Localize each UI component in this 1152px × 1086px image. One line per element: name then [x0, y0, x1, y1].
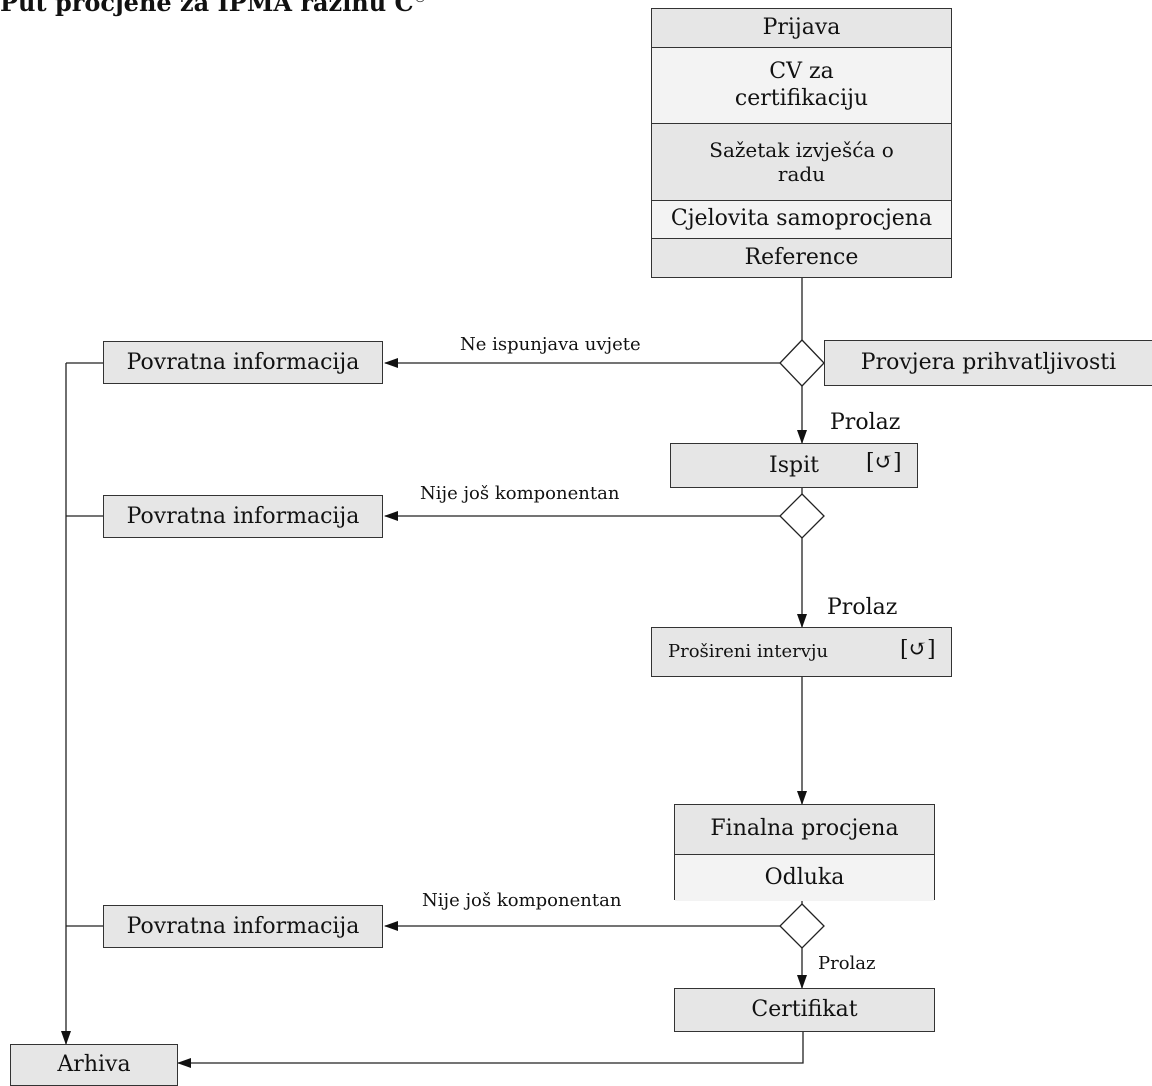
- label-not-eligible: Ne ispunjava uvjete: [460, 334, 641, 355]
- step-self-assessment: Cjelovita samoprocjena: [652, 201, 951, 239]
- certificate-box: Certifikat: [674, 988, 935, 1032]
- label-pass-interview: Prolaz: [827, 595, 898, 620]
- interview-retry-icon: [↺]: [900, 637, 936, 662]
- decision-diamond-final: [779, 903, 825, 949]
- application-stack: Prijava CV za certifikaciju Sažetak izvj…: [651, 8, 952, 278]
- exam-label: Ispit: [769, 452, 819, 478]
- decision-diamond-exam: [779, 493, 825, 539]
- step-decision: Odluka: [675, 855, 934, 901]
- final-stack: Finalna procjena Odluka: [674, 804, 935, 901]
- step-prijava: Prijava: [652, 9, 951, 48]
- step-final-assessment: Finalna procjena: [675, 805, 934, 855]
- connector-certificate-to-archive: [177, 1032, 804, 1068]
- eligibility-check-box: Provjera prihvatljivosti: [824, 340, 1152, 386]
- label-not-yet-competent-exam: Nije još komponentan: [420, 483, 620, 504]
- diagram-title: Put procjene za IPMA razinu C©: [0, 0, 427, 17]
- exam-retry-icon: [↺]: [866, 450, 902, 475]
- decision-diamond-eligibility: [779, 339, 825, 387]
- feedback-box-exam: Povratna informacija: [103, 495, 383, 538]
- extended-interview-label: Prošireni intervju: [668, 640, 829, 662]
- label-not-yet-competent-final: Nije još komponentan: [422, 890, 622, 911]
- feedback-box-eligibility: Povratna informacija: [103, 341, 383, 384]
- label-pass-exam: Prolaz: [830, 410, 901, 435]
- step-cv: CV za certifikaciju: [652, 48, 951, 124]
- archive-box: Arhiva: [10, 1044, 178, 1086]
- feedback-box-final: Povratna informacija: [103, 905, 383, 948]
- extended-interview-box: Prošireni intervju: [651, 627, 952, 677]
- label-pass-certificate: Prolaz: [818, 953, 876, 974]
- exam-box: Ispit: [670, 443, 918, 488]
- step-summary-report: Sažetak izvješća o radu: [652, 124, 951, 201]
- step-references: Reference: [652, 239, 951, 277]
